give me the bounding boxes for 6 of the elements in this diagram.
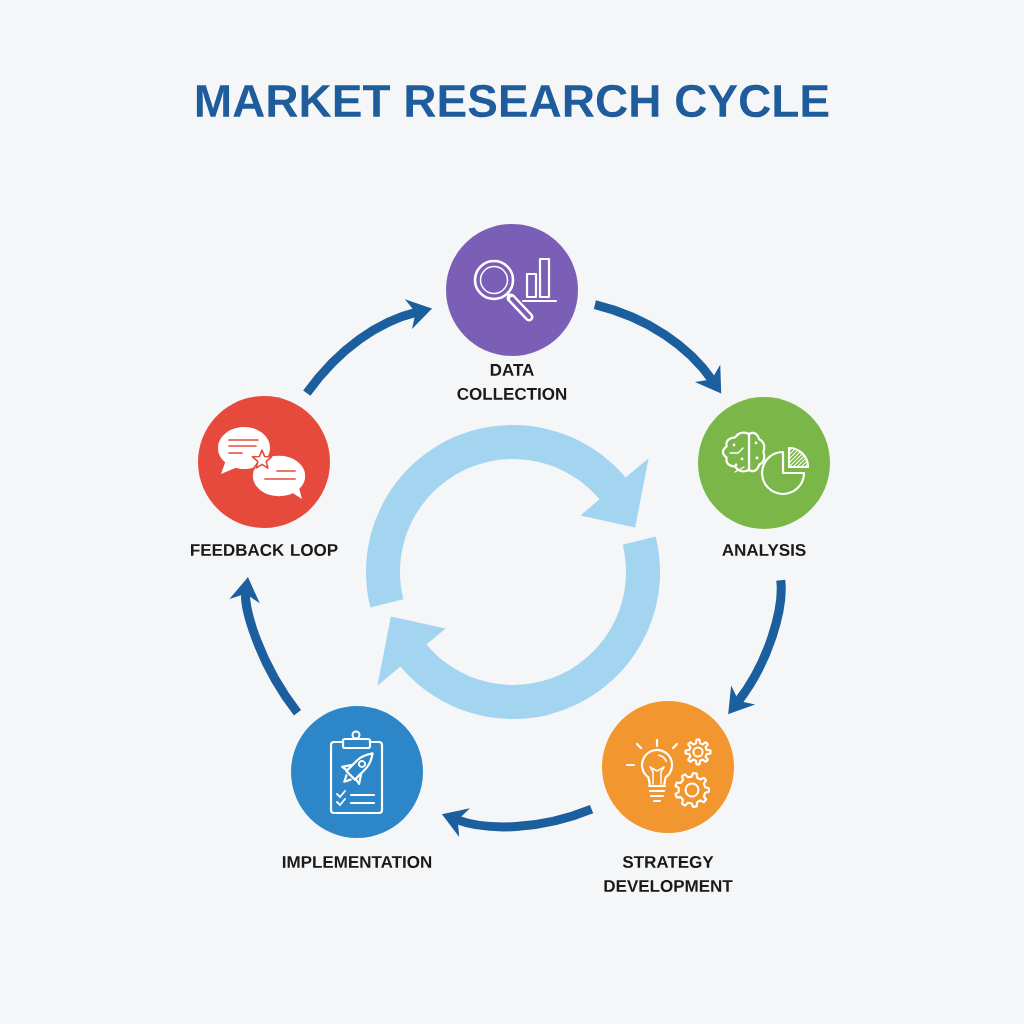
- step-label: DATA COLLECTION: [457, 364, 567, 400]
- step-label: IMPLEMENTATION: [282, 856, 432, 868]
- step-label: ANALYSIS: [722, 543, 806, 556]
- title: MARKET RESEARCH CYCLE: [196, 84, 829, 118]
- step-label: STRATEGY DEVELOPMENT: [604, 856, 733, 892]
- step-label: FEEDBACK LOOP: [191, 543, 338, 556]
